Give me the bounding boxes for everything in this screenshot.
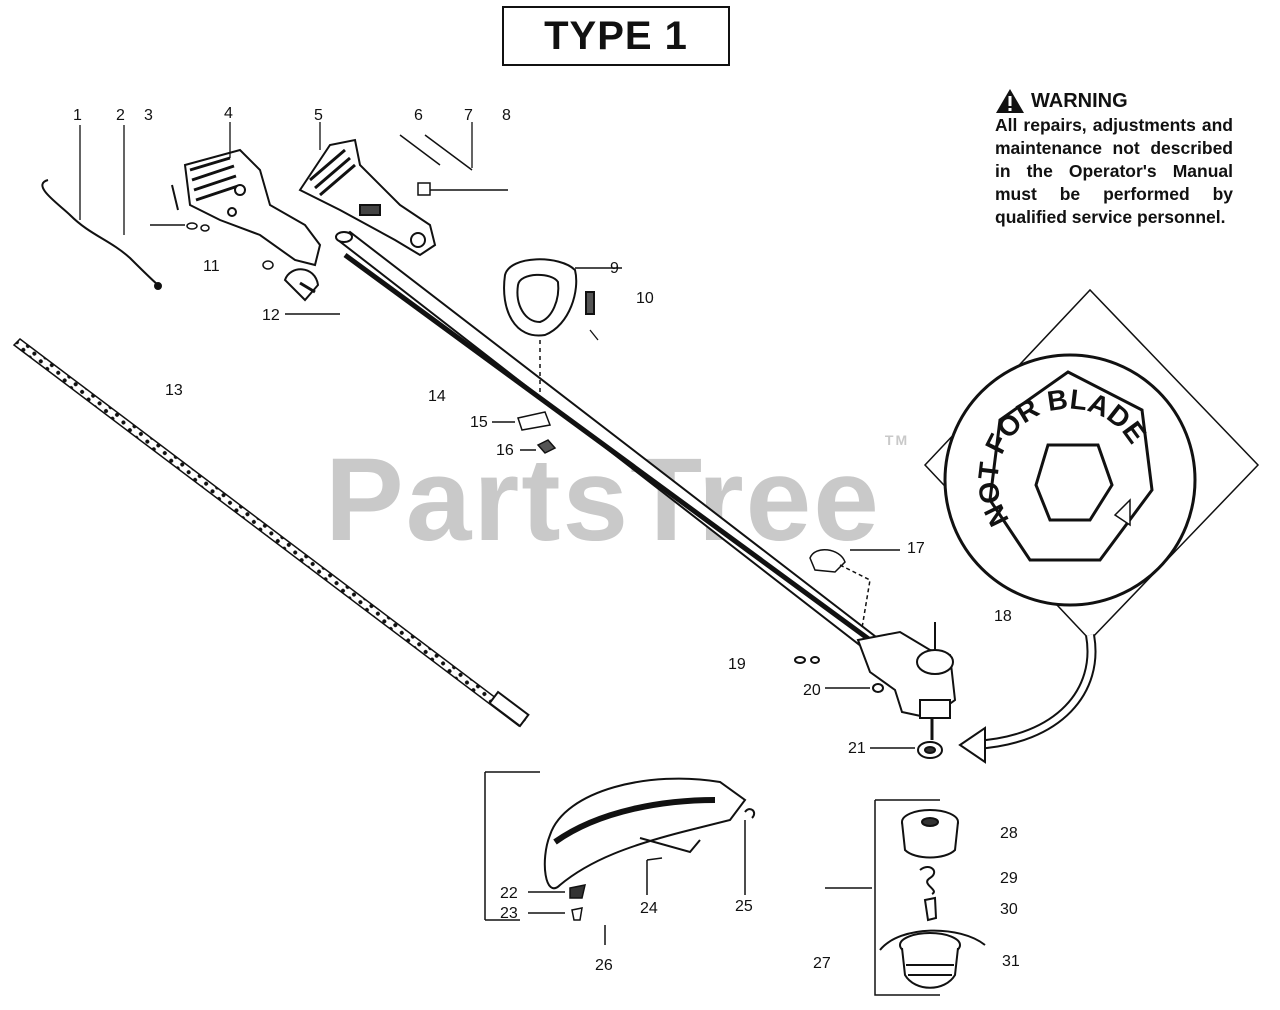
nut-inset-text: NOT FOR BLADE USE [0,0,1152,531]
part-label-22: 22 [500,885,518,902]
part-label-13: 13 [165,382,183,399]
trimmer-head-part [825,799,986,996]
part-label-1: 1 [73,107,82,124]
warning-text: All repairs, adjustments and maintenance… [995,115,1233,227]
part-label-27: 27 [813,955,831,972]
part-label-12: 12 [262,307,280,324]
diagram-title-text: TYPE 1 [544,13,688,58]
leader-lines [79,122,599,341]
part-label-19: 19 [728,656,746,673]
part-label-3: 3 [144,107,153,124]
hand-loop-part [503,258,622,400]
part-label-29: 29 [1000,870,1018,887]
watermark-trademark: TM [884,432,910,448]
part-label-26: 26 [595,957,613,974]
nut-part [870,741,943,759]
part-label-4: 4 [224,105,233,122]
part-label-17: 17 [907,540,925,557]
part-label-21: 21 [848,740,866,757]
throttle-cable-part [41,179,162,290]
trigger-pins-part [399,134,508,196]
watermark-text: PartsTree [325,434,881,566]
part-label-25: 25 [735,898,753,915]
part-label-31: 31 [1002,953,1020,970]
guard-hardware-part [528,820,746,921]
warning-heading-row: WARNING [995,88,1233,114]
nut-inset-detail: NOT FOR BLADE USE [0,0,1260,642]
part-label-28: 28 [1000,825,1018,842]
part-label-5: 5 [314,107,323,124]
handle-left-half-part [171,148,322,267]
handle-clamp-part [283,268,340,315]
bracket-part [492,411,557,454]
part-label-11: 11 [203,258,220,275]
part-label-10: 10 [636,290,654,307]
main-tube-part [335,230,882,652]
part-label-23: 23 [500,905,518,922]
part-label-24: 24 [640,900,658,917]
part-label-14: 14 [428,388,446,405]
warning-heading: WARNING [1031,89,1128,112]
part-label-30: 30 [1000,901,1018,918]
warning-triangle-icon [996,89,1024,113]
diagram-title: TYPE 1 [502,6,730,66]
part-label-2: 2 [116,107,125,124]
handle-right-half-part [298,138,437,257]
part-label-18: 18 [994,608,1012,625]
drive-shaft-part [12,338,530,728]
warning-notice: WARNING All repairs, adjustments and mai… [995,88,1233,229]
grass-guard-part [484,771,756,945]
gearbox-part [794,622,957,740]
part-label-16: 16 [496,442,514,459]
part-label-7: 7 [464,107,473,124]
part-label-20: 20 [803,682,821,699]
screws-part [150,222,274,270]
inset-pointer-arrow [958,634,1097,764]
part-label-6: 6 [414,107,423,124]
part-label-9: 9 [610,260,619,277]
head-screw-part [809,549,900,629]
part-label-15: 15 [470,414,488,431]
part-label-8: 8 [502,107,511,124]
